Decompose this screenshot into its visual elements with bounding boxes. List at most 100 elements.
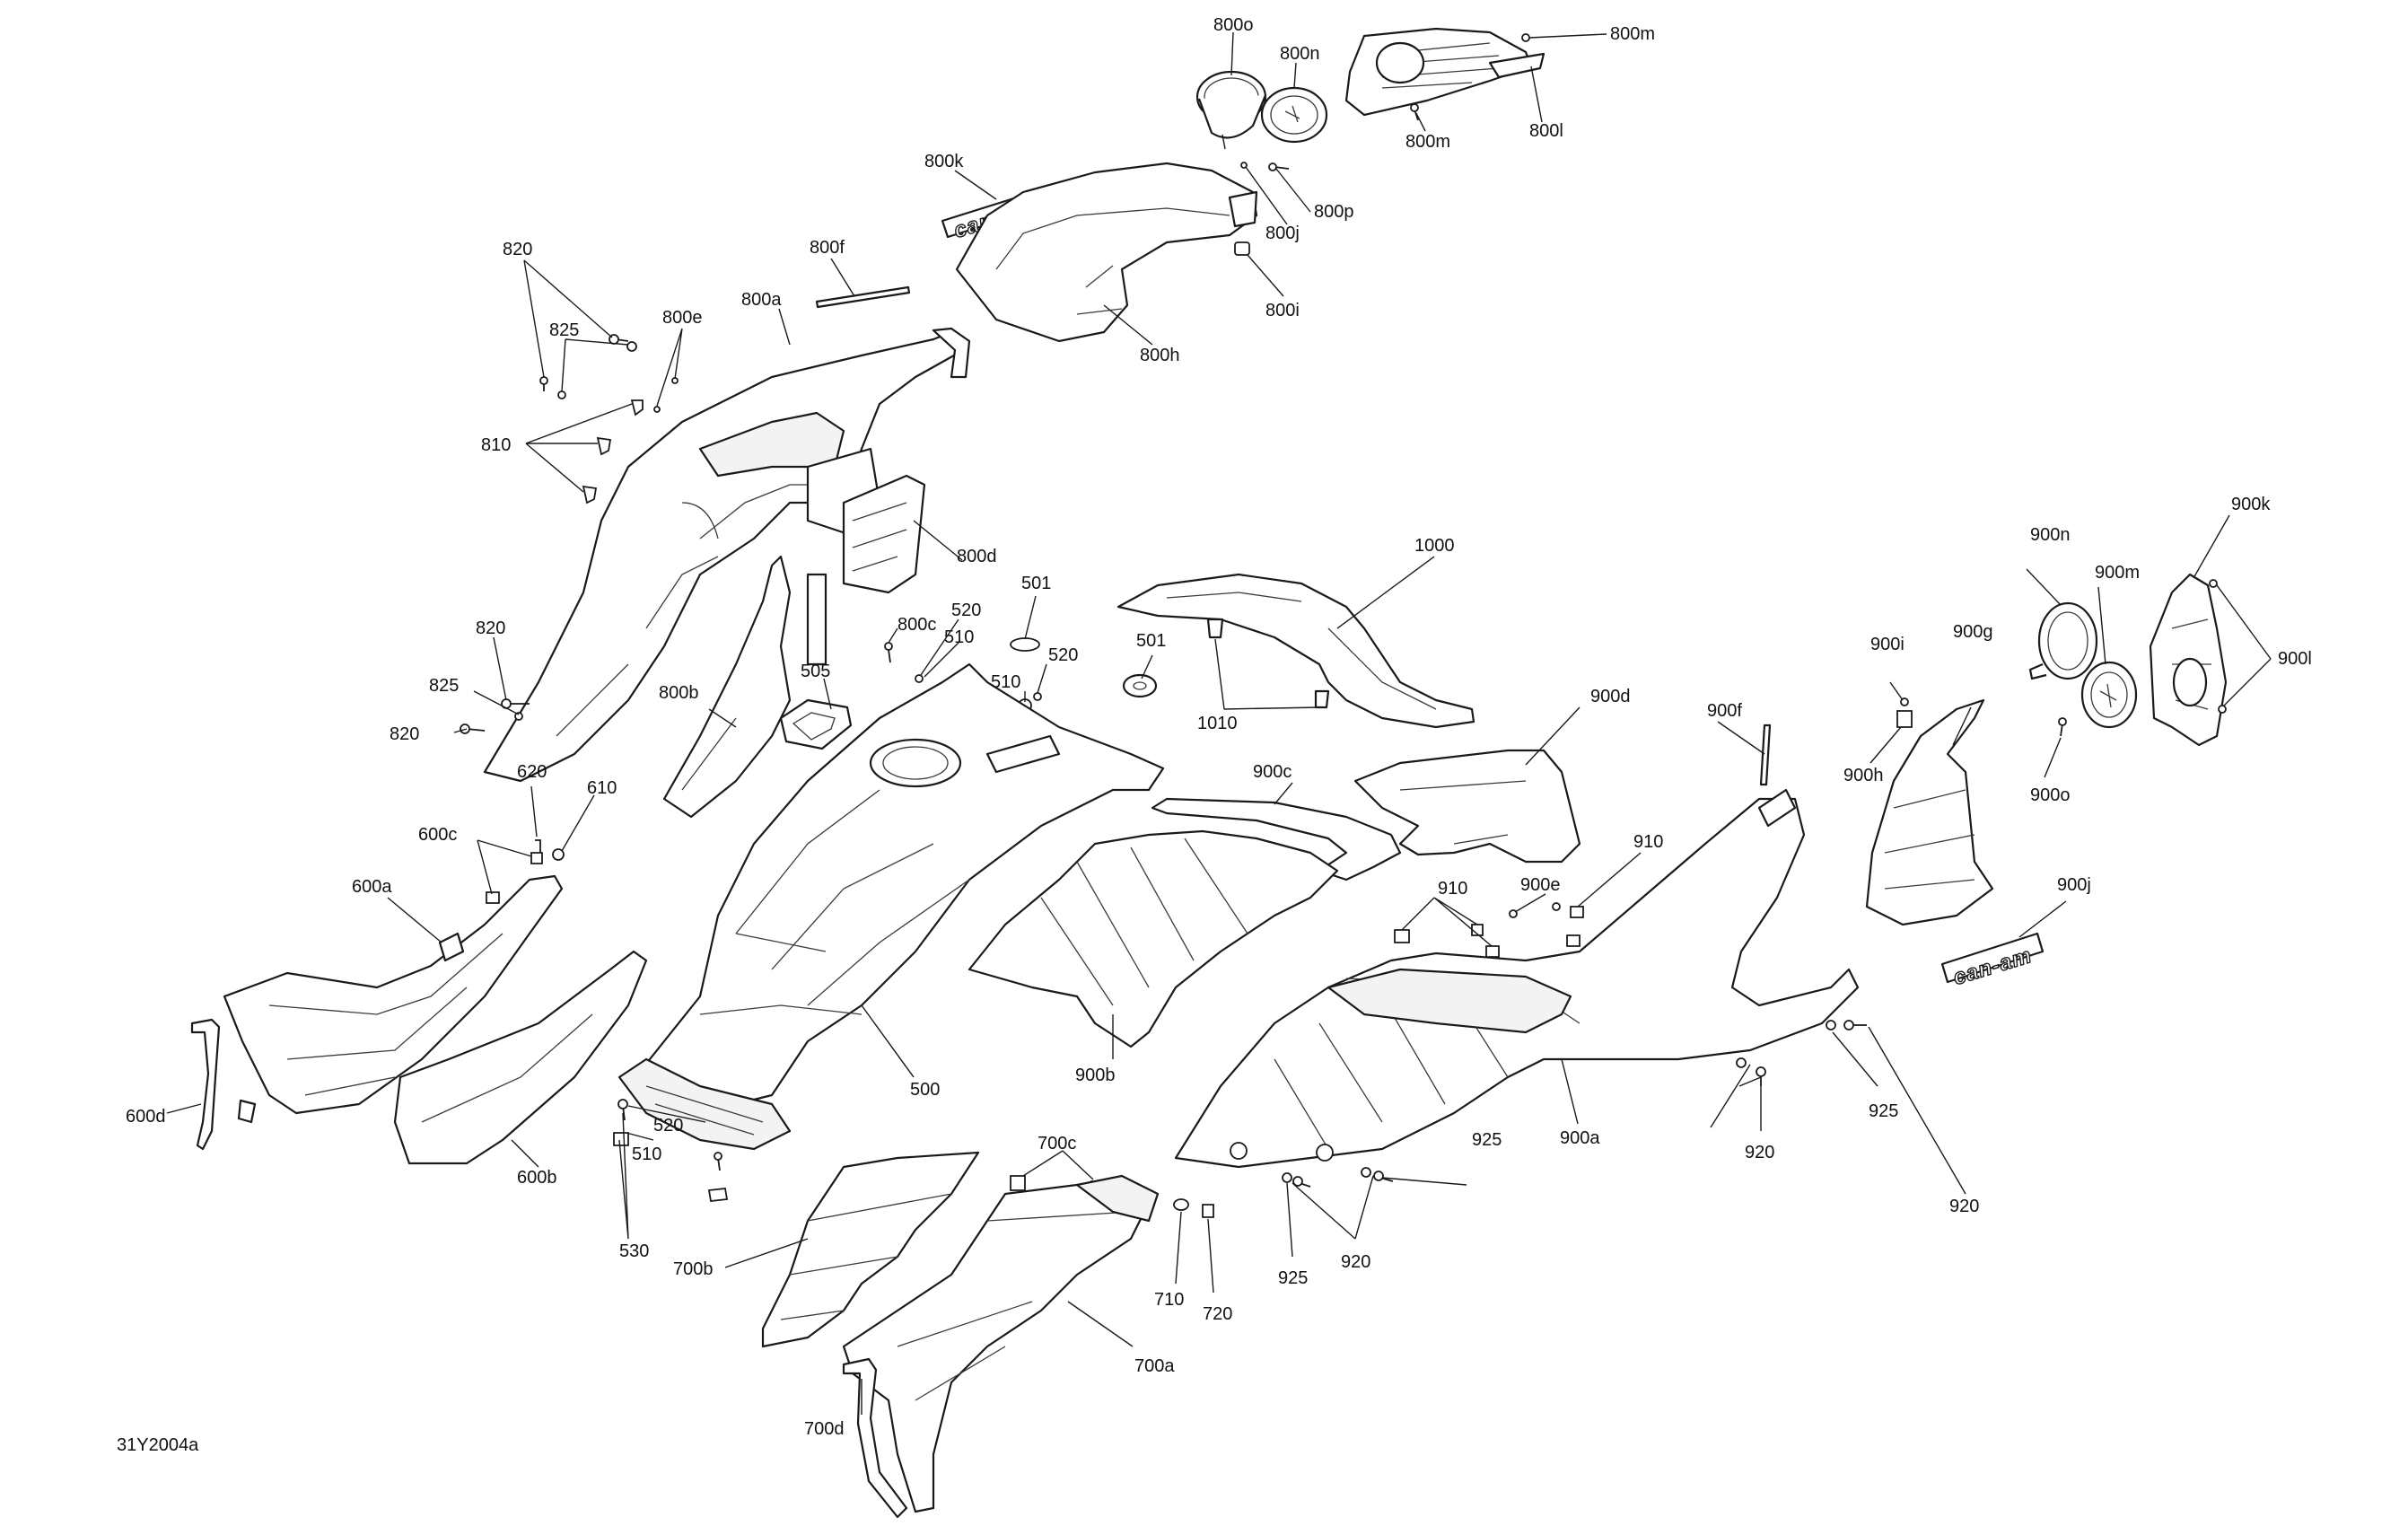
part-900j-badge: can-am — [1940, 932, 2045, 991]
label-925-c: 925 — [1278, 1268, 1308, 1288]
part-700a-lower-panel — [842, 1174, 1160, 1513]
part-800f-strip — [815, 285, 911, 309]
part-900k-instrument-housing — [2149, 573, 2228, 747]
label-501-b: 501 — [1136, 631, 1166, 651]
label-800c: 800c — [898, 615, 936, 635]
label-800b: 800b — [659, 683, 699, 703]
label-501-a: 501 — [1021, 574, 1051, 593]
part-820-825-hardware — [539, 334, 679, 413]
part-501-washers — [1010, 637, 1158, 698]
label-800d: 800d — [957, 547, 997, 566]
label-900o: 900o — [2030, 785, 2071, 805]
label-820-top: 820 — [503, 240, 532, 259]
label-510-c: 510 — [632, 1144, 661, 1164]
label-700c: 700c — [1038, 1134, 1076, 1153]
part-800o-gauge-ring — [1195, 70, 1267, 150]
label-700b: 700b — [673, 1259, 714, 1279]
part-700b-side-cover — [761, 1151, 980, 1348]
label-800e: 800e — [662, 308, 703, 328]
leader-lines — [166, 31, 2272, 1415]
label-800i: 800i — [1265, 301, 1300, 320]
part-800c-screw — [884, 642, 893, 663]
label-910-b: 910 — [1633, 832, 1663, 852]
label-510-a: 510 — [944, 627, 974, 647]
part-900n-gauge — [2028, 601, 2098, 680]
label-1010: 1010 — [1197, 714, 1238, 733]
label-920-c: 920 — [1341, 1252, 1370, 1272]
part-910-900e-hardware — [1394, 902, 1584, 958]
part-900c-strip — [1151, 797, 1402, 881]
label-520-b: 520 — [1048, 645, 1078, 665]
label-900a: 900a — [1560, 1128, 1600, 1148]
label-800l: 800l — [1529, 121, 1563, 141]
label-600a: 600a — [352, 877, 392, 897]
label-910-a: 910 — [1438, 879, 1467, 899]
part-800p-screw — [1240, 162, 1290, 171]
label-610: 610 — [587, 778, 617, 798]
figure-reference: 31Y2004a — [117, 1435, 199, 1455]
label-600c: 600c — [418, 825, 457, 845]
label-1000: 1000 — [1414, 536, 1455, 556]
label-900n: 900n — [2030, 525, 2071, 545]
part-900h-900i-hardware — [1896, 697, 1913, 728]
label-800p: 800p — [1314, 202, 1354, 222]
label-900g: 900g — [1953, 622, 1993, 642]
label-800n: 800n — [1280, 44, 1320, 64]
label-800m-top: 800m — [1610, 24, 1655, 44]
label-900l: 900l — [2278, 649, 2312, 669]
label-820-low: 820 — [390, 724, 419, 744]
label-820-mid: 820 — [476, 618, 505, 638]
label-800f: 800f — [810, 238, 845, 258]
part-800h-console-cover — [955, 162, 1258, 343]
part-800a-front-fascia — [483, 327, 971, 783]
label-800a: 800a — [741, 290, 782, 310]
label-900e: 900e — [1520, 875, 1561, 895]
label-900h: 900h — [1843, 766, 1884, 785]
label-925-b: 925 — [1869, 1101, 1898, 1121]
label-920-a: 920 — [1949, 1197, 1979, 1216]
callout-labels: 800o 800n 800m 800m 800l 800k 800p 800j … — [126, 15, 2312, 1439]
part-800l-instrument-housing — [1344, 27, 1545, 117]
label-900b: 900b — [1075, 1066, 1116, 1085]
label-900m: 900m — [2095, 563, 2140, 583]
part-920-925-hardware-right — [1282, 1020, 1867, 1188]
part-900d-cover — [1353, 749, 1581, 864]
part-600d-bracket — [190, 1018, 257, 1151]
label-900j: 900j — [2057, 875, 2091, 895]
label-925-a: 925 — [1472, 1130, 1502, 1150]
part-900b-mud-guard — [968, 829, 1339, 1048]
part-710-720-hardware — [1173, 1198, 1214, 1218]
label-600d: 600d — [126, 1107, 166, 1127]
label-800j: 800j — [1265, 224, 1300, 243]
label-900i: 900i — [1870, 635, 1905, 654]
label-900d: 900d — [1590, 687, 1631, 706]
part-600c-610-620-hardware — [486, 839, 565, 904]
label-500: 500 — [910, 1080, 940, 1100]
part-800n-gauge — [1260, 86, 1328, 144]
label-920-b: 920 — [1745, 1143, 1774, 1162]
label-620: 620 — [517, 762, 547, 782]
part-800m-screws — [1410, 33, 1530, 121]
label-720: 720 — [1203, 1304, 1232, 1324]
part-810-rivets — [582, 399, 644, 504]
label-900k: 900k — [2231, 495, 2271, 514]
label-800o: 800o — [1213, 15, 1254, 35]
label-825-top: 825 — [549, 320, 579, 340]
part-520-510-530-hardware — [613, 1099, 729, 1202]
part-800b-lower-panel — [662, 555, 827, 819]
label-520-a: 520 — [951, 601, 981, 620]
part-600a-side-panel — [223, 874, 564, 1115]
label-900c: 900c — [1253, 762, 1292, 782]
part-500-main-body — [617, 662, 1165, 1151]
part-900l-900o-screws — [2058, 579, 2227, 737]
label-600b: 600b — [517, 1168, 557, 1188]
label-800k: 800k — [924, 152, 964, 171]
label-825-mid: 825 — [429, 676, 459, 696]
label-520-c: 520 — [653, 1116, 683, 1136]
part-600b-lower-side-panel — [393, 950, 648, 1165]
label-510-b: 510 — [991, 672, 1020, 692]
label-530: 530 — [619, 1241, 649, 1261]
part-800d-grille — [842, 474, 926, 594]
part-800i-nut — [1234, 241, 1250, 256]
label-710: 710 — [1154, 1290, 1184, 1310]
